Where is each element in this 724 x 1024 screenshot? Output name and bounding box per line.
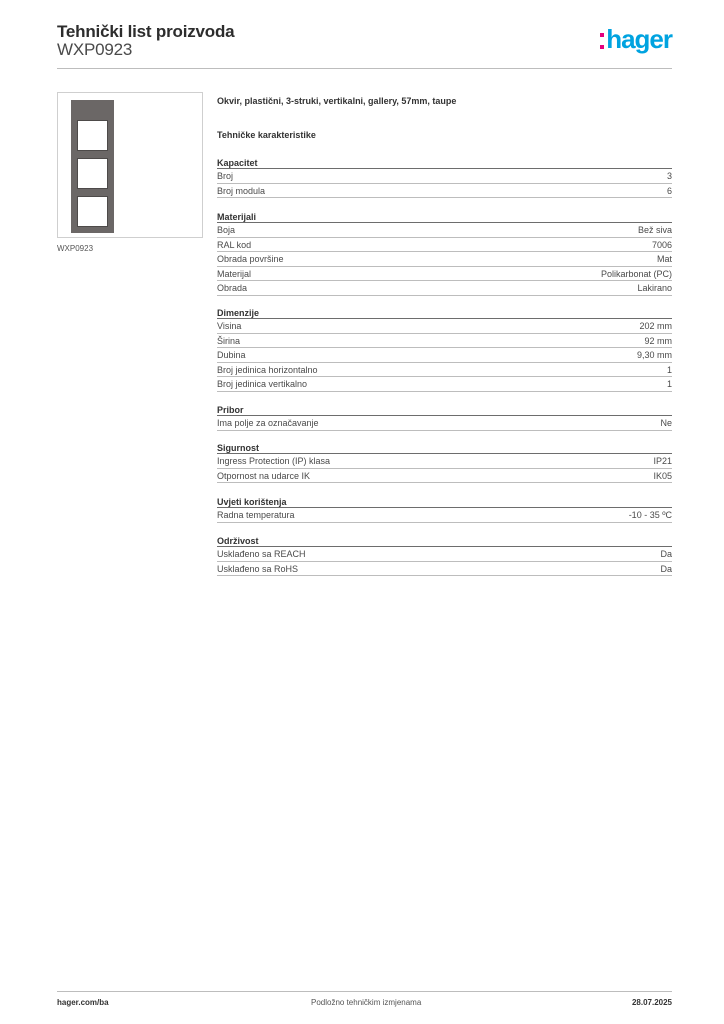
- spec-row: Broj modula 6: [217, 184, 672, 198]
- product-caption: WXP0923: [57, 244, 94, 253]
- spec-label: Usklađeno sa RoHS: [217, 563, 299, 574]
- spec-group-title: Održivost: [217, 535, 672, 547]
- spec-row: Ima polje za označavanje Ne: [217, 416, 672, 431]
- footer-website: hager.com/ba: [57, 998, 109, 1007]
- spec-group-title: Sigurnost: [217, 442, 672, 454]
- spec-label: Broj modula: [217, 185, 266, 196]
- spec-row: Dubina 9,30 mm: [217, 348, 672, 363]
- spec-label: RAL kod: [217, 239, 252, 250]
- spec-value: Bež siva: [637, 225, 672, 235]
- spec-value: Ne: [660, 418, 672, 428]
- spec-row: Broj jedinica vertikalno 1: [217, 377, 672, 392]
- spec-value: 3: [666, 171, 672, 181]
- spec-group-title: Uvjeti korištenja: [217, 496, 672, 508]
- spec-value: IP21: [653, 456, 672, 466]
- spec-value: 6: [666, 185, 672, 196]
- footer-divider: [57, 991, 672, 992]
- frame-window-2: [77, 158, 108, 189]
- spec-label: Dubina: [217, 350, 246, 360]
- spec-row: Širina 92 mm: [217, 334, 672, 348]
- product-code: WXP0923: [57, 40, 133, 59]
- spec-value: Mat: [656, 254, 672, 264]
- frame-3-vertical-icon: [71, 100, 114, 233]
- spec-label: Širina: [217, 335, 241, 346]
- product-image: [57, 92, 203, 238]
- spec-group-title: Kapacitet: [217, 157, 672, 169]
- spec-label: Obrada površine: [217, 254, 284, 264]
- spec-label: Broj: [217, 171, 234, 181]
- spec-value: -10 - 35 ºC: [628, 510, 672, 520]
- spec-row: Usklađeno sa RoHS Da: [217, 562, 672, 576]
- spec-row: Broj 3: [217, 169, 672, 184]
- spec-value: 9,30 mm: [636, 350, 672, 360]
- spec-label: Radna temperatura: [217, 510, 295, 520]
- product-description: Okvir, plastični, 3-struki, vertikalni, …: [217, 96, 457, 106]
- footer-note: Podložno tehničkim izmjenama: [311, 998, 422, 1007]
- spec-row: Materijal Polikarbonat (PC): [217, 267, 672, 281]
- spec-row: RAL kod 7006: [217, 238, 672, 252]
- spec-value: 1: [666, 379, 672, 389]
- spec-value: Da: [660, 549, 672, 559]
- spec-label: Broj jedinica horizontalno: [217, 364, 318, 375]
- spec-row: Otpornost na udarce IK IK05: [217, 469, 672, 483]
- spec-row: Boja Bež siva: [217, 223, 672, 238]
- spec-label: Ingress Protection (IP) klasa: [217, 456, 331, 466]
- spec-row: Visina 202 mm: [217, 319, 672, 334]
- spec-value: Lakirano: [637, 283, 672, 293]
- spec-row: Radna temperatura -10 - 35 ºC: [217, 508, 672, 523]
- spec-value: 7006: [651, 239, 672, 250]
- spec-value: 1: [666, 364, 672, 375]
- spec-label: Otpornost na udarce IK: [217, 470, 311, 481]
- spec-label: Broj jedinica vertikalno: [217, 379, 308, 389]
- spec-row: Obrada Lakirano: [217, 281, 672, 296]
- logo-dots-icon: [600, 33, 605, 49]
- frame-window-1: [77, 120, 108, 151]
- spec-row: Obrada površine Mat: [217, 252, 672, 267]
- spec-row: Broj jedinica horizontalno 1: [217, 363, 672, 377]
- spec-label: Usklađeno sa REACH: [217, 549, 306, 559]
- header-divider: [57, 68, 672, 69]
- spec-label: Materijal: [217, 268, 252, 279]
- spec-value: IK05: [653, 470, 672, 481]
- spec-row: Ingress Protection (IP) klasa IP21: [217, 454, 672, 469]
- spec-label: Visina: [217, 321, 242, 331]
- footer-date: 28.07.2025: [631, 998, 672, 1007]
- spec-label: Obrada: [217, 283, 248, 293]
- spec-label: Ima polje za označavanje: [217, 418, 319, 428]
- spec-group-title: Pribor: [217, 404, 672, 416]
- spec-row: Usklađeno sa REACH Da: [217, 547, 672, 562]
- logo-text: hager: [606, 24, 673, 54]
- spec-value: Da: [660, 563, 672, 574]
- spec-group-title: Materijali: [217, 211, 672, 223]
- spec-value: Polikarbonat (PC): [600, 268, 672, 279]
- frame-window-3: [77, 196, 108, 227]
- spec-group-title: Dimenzije: [217, 307, 672, 319]
- document-title: Tehnički list proizvoda: [57, 22, 235, 41]
- spec-value: 202 mm: [639, 321, 672, 331]
- spec-label: Boja: [217, 225, 236, 235]
- spec-value: 92 mm: [644, 335, 672, 346]
- hager-logo: hager: [600, 24, 673, 54]
- section-title: Tehničke karakteristike: [217, 130, 316, 140]
